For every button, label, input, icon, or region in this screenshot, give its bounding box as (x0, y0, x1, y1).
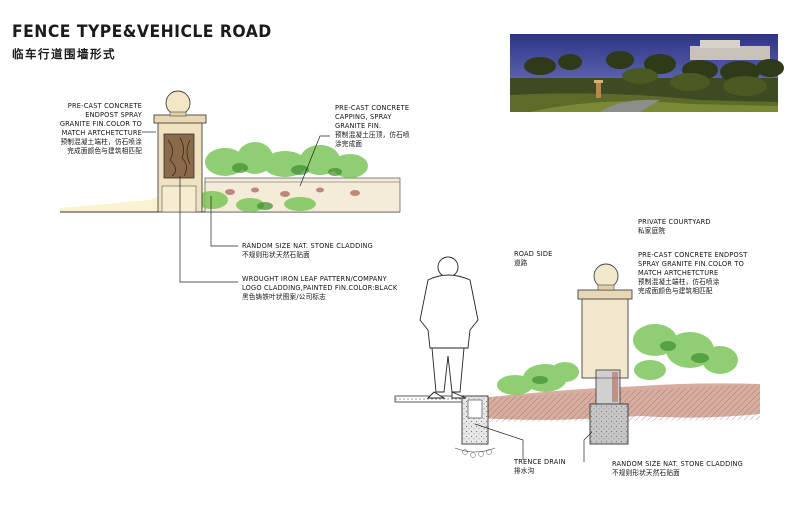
courtyard-note: PRIVATE COURTYARD 私家庭院 (638, 218, 711, 236)
note-line: 不规则形状天然石贴面 (612, 469, 680, 477)
wrought-iron-note: WROUGHT IRON LEAF PATTERN/COMPANY LOGO C… (242, 275, 397, 302)
note-line: PRE-CAST CONCRETE (67, 102, 142, 110)
capping-note: PRE-CAST CONCRETE CAPPING, SPRAY GRANITE… (335, 104, 410, 149)
note-line: PRE-CAST CONCRETE (335, 104, 410, 112)
page-title: FENCE TYPE&VEHICLE ROAD (12, 22, 272, 42)
note-line: 黑色铸铁叶状图案/公司标志 (242, 293, 326, 301)
note-line: 道路 (514, 259, 528, 267)
note-line: 排水沟 (514, 467, 535, 475)
note-line: 涂完成面 (335, 140, 363, 148)
note-line: 不规则形状天然石贴面 (242, 251, 310, 259)
note-line: 预制混凝土端柱，仿石喷涂 (638, 278, 720, 286)
note-line: SPRAY GRANITE FIN.COLOR TO (638, 260, 744, 268)
trench-drain-note: TRENCE DRAIN 排水沟 (514, 458, 566, 476)
page-subtitle: 临车行道围墙形式 (12, 49, 116, 61)
stone-cladding-note: RANDOM SIZE NAT. STONE CLADDING 不规则形状天然石… (242, 242, 373, 260)
section-endpost-note: PRE-CAST CONCRETE ENDPOST SPRAY GRANITE … (638, 251, 747, 296)
note-line: ROAD SIDE (514, 250, 553, 258)
note-line: CAPPING, SPRAY (335, 113, 392, 121)
endpost-note: PRE-CAST CONCRETE ENDPOST SPRAY GRANITE … (8, 102, 142, 156)
note-line: TRENCE DRAIN (514, 458, 566, 466)
note-line: ENDPOST SPRAY (85, 111, 142, 119)
note-line: WROUGHT IRON LEAF PATTERN/COMPANY (242, 275, 387, 283)
person-figure (419, 256, 479, 399)
road-section (394, 256, 760, 462)
note-line: RANDOM SIZE NAT. STONE CLADDING (612, 460, 743, 468)
road-side-note: ROAD SIDE 道路 (514, 250, 553, 268)
section-stone-note: RANDOM SIZE NAT. STONE CLADDING 不规则形状天然石… (612, 460, 743, 478)
note-line: 预制混凝土端柱，仿石喷涂 (60, 138, 142, 146)
note-line: 预制混凝土压顶，仿石喷 (335, 131, 410, 139)
note-line: MATCH ARTCHETCTURE (638, 269, 719, 277)
note-line: GRANITE FIN. (335, 122, 382, 130)
note-line: GRANITE FIN.COLOR TO (59, 120, 142, 128)
fence-elevation (60, 90, 401, 283)
note-line: PRE-CAST CONCRETE ENDPOST (638, 251, 748, 259)
note-line: MATCH ARTCHETCTURE (61, 129, 142, 137)
note-line: 私家庭院 (638, 227, 666, 235)
note-line: 完成面颜色与建筑相匹配 (638, 287, 713, 295)
site-photo (510, 34, 784, 112)
note-line: PRIVATE COURTYARD (638, 218, 711, 226)
note-line: 完成面颜色与建筑相匹配 (67, 147, 142, 155)
note-line: RANDOM SIZE NAT. STONE CLADDING (242, 242, 373, 250)
note-line: LOGO CLADDING,PAINTED FIN.COLOR:BLACK (242, 284, 398, 292)
